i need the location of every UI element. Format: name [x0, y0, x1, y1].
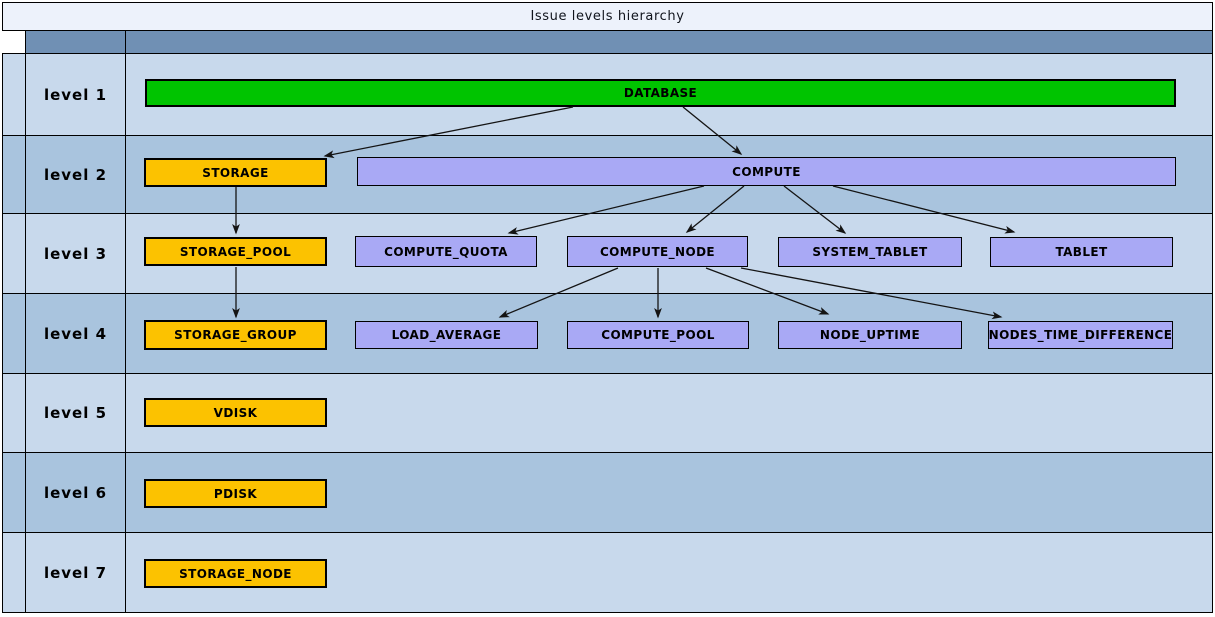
row-strip-level-3	[2, 213, 26, 294]
level-label-5: level 5	[25, 373, 126, 453]
node-vdisk: VDISK	[144, 398, 327, 427]
node-system-tablet: SYSTEM_TABLET	[778, 237, 962, 267]
node-nodes-time-difference: NODES_TIME_DIFFERENCE	[988, 321, 1173, 349]
node-pdisk: PDISK	[144, 479, 327, 508]
level-label-2: level 2	[25, 135, 126, 214]
level-label-4: level 4	[25, 293, 126, 374]
node-storage: STORAGE	[144, 158, 327, 187]
diagram-title: Issue levels hierarchy	[2, 2, 1213, 31]
level-label-3: level 3	[25, 213, 126, 294]
row-strip-level-6	[2, 452, 26, 533]
row-strip-level-5	[2, 373, 26, 453]
level-label-7: level 7	[25, 532, 126, 613]
node-database: DATABASE	[145, 79, 1176, 107]
row-content-level-6	[125, 452, 1213, 533]
row-strip-level-2	[2, 135, 26, 214]
node-load-average: LOAD_AVERAGE	[355, 321, 538, 349]
node-storage-node: STORAGE_NODE	[144, 559, 327, 588]
header-level-column	[25, 30, 126, 54]
node-storage-group: STORAGE_GROUP	[144, 320, 327, 350]
header-content-column	[125, 30, 1213, 54]
node-compute: COMPUTE	[357, 157, 1176, 186]
node-storage-pool: STORAGE_POOL	[144, 237, 327, 266]
level-label-1: level 1	[25, 53, 126, 136]
level-label-6: level 6	[25, 452, 126, 533]
node-compute-pool: COMPUTE_POOL	[567, 321, 749, 349]
node-node-uptime: NODE_UPTIME	[778, 321, 962, 349]
row-strip-level-7	[2, 532, 26, 613]
node-compute-node: COMPUTE_NODE	[567, 236, 748, 267]
row-strip-level-4	[2, 293, 26, 374]
node-tablet: TABLET	[990, 237, 1173, 267]
row-strip-level-1	[2, 53, 26, 136]
node-compute-quota: COMPUTE_QUOTA	[355, 236, 537, 267]
